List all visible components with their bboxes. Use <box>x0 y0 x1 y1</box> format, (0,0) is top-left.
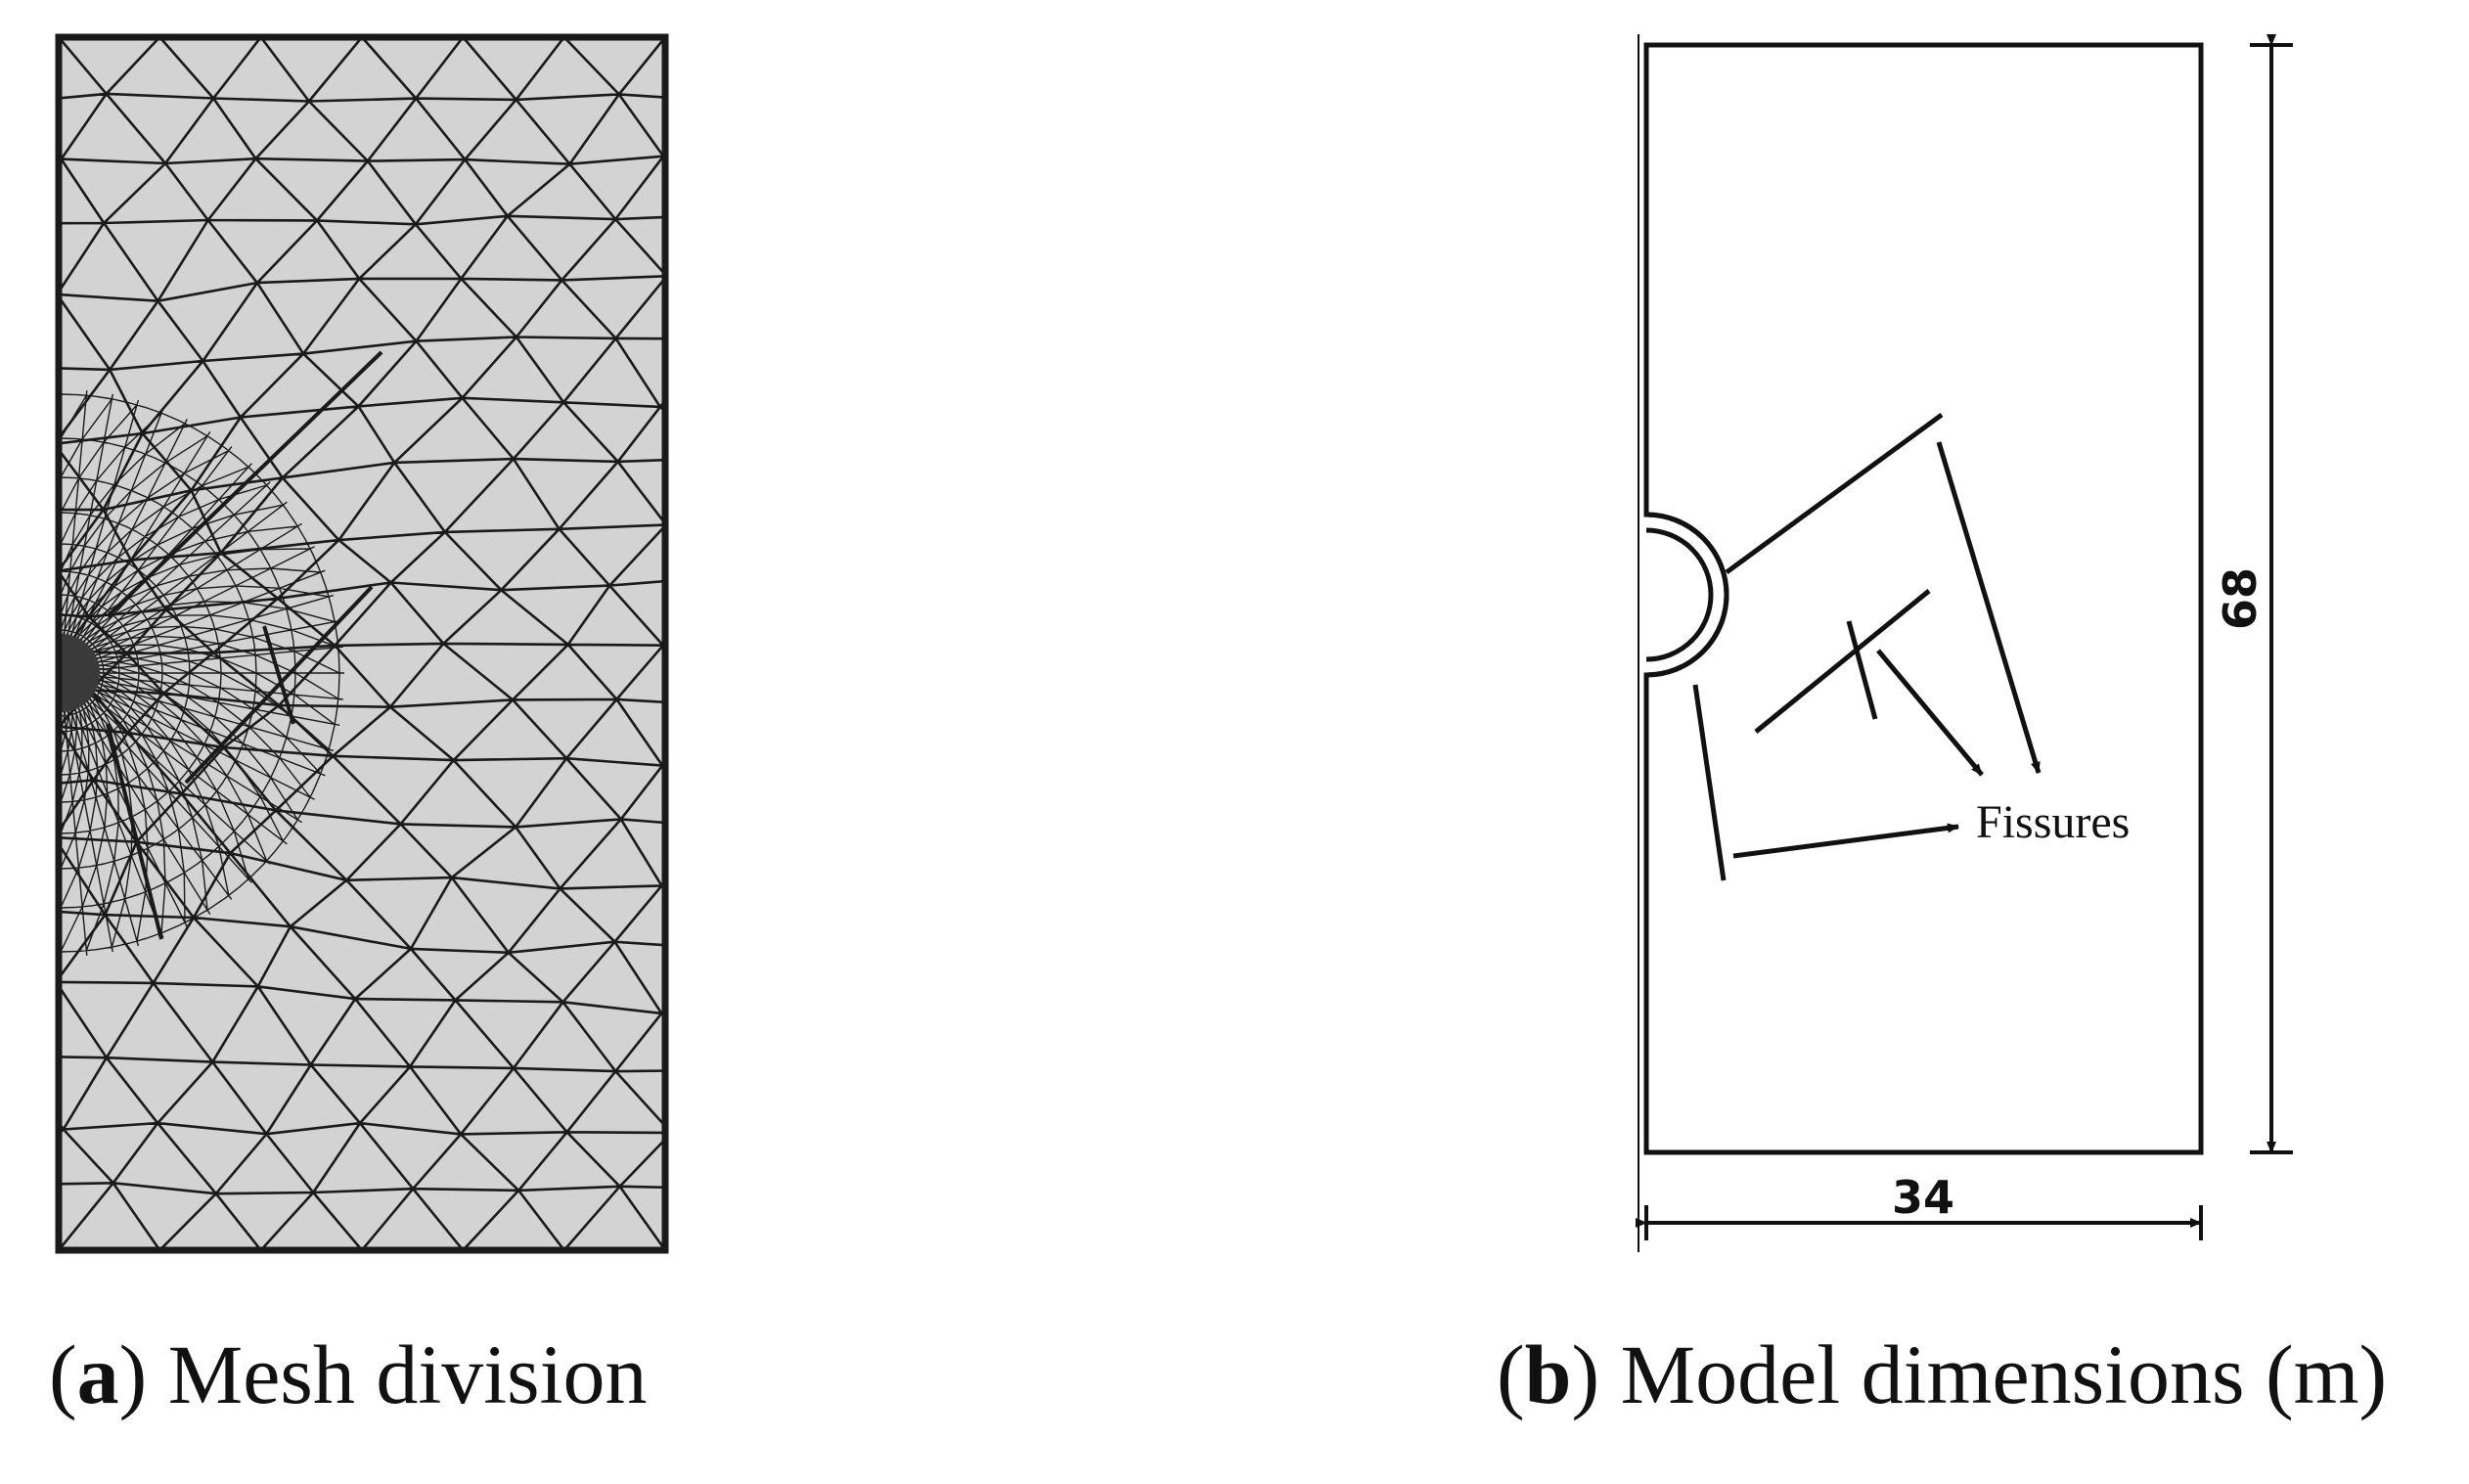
height-dimension-label: 68 <box>2214 567 2267 630</box>
width-dimension-label: 34 <box>1892 1171 1954 1224</box>
caption-b-letter: b <box>1524 1327 1572 1421</box>
fissure-center-long <box>1754 589 1931 734</box>
caption-mesh-division: (a) Mesh division <box>49 1327 648 1421</box>
caption-a-letter: a <box>76 1327 119 1421</box>
fissures-label: Fissures <box>1976 796 2130 848</box>
caption-model-dimensions: (b) Model dimensions (m) <box>1497 1327 2388 1421</box>
mesh-fissure-line-3 <box>184 585 374 785</box>
model-dimensions-panel <box>1636 34 2293 1252</box>
fissure-center-short <box>1846 620 1878 720</box>
model-boundary <box>1643 42 2204 1155</box>
tunnel-lining-outer <box>1645 512 1729 678</box>
fissure-upper <box>1725 412 1944 575</box>
caption-a-text: Mesh division <box>167 1327 648 1421</box>
mesh-fissure-line-1 <box>106 350 383 618</box>
fissure-lower <box>1692 684 1727 881</box>
mesh-fissure-line-4 <box>262 625 295 725</box>
leader-arrow-upper <box>1936 441 2042 774</box>
mesh-division-panel <box>55 33 669 1254</box>
mesh-dense-core <box>59 634 100 712</box>
mesh-domain-border <box>55 33 669 1254</box>
leader-arrow-lower <box>1732 823 1959 859</box>
tunnel-lining-inner <box>1645 527 1714 662</box>
mesh-fissure-line-2 <box>106 723 163 940</box>
leader-arrow-center <box>1876 649 1984 777</box>
caption-b-text: Model dimensions (m) <box>1620 1327 2388 1421</box>
mesh-triangulation <box>59 37 665 1250</box>
